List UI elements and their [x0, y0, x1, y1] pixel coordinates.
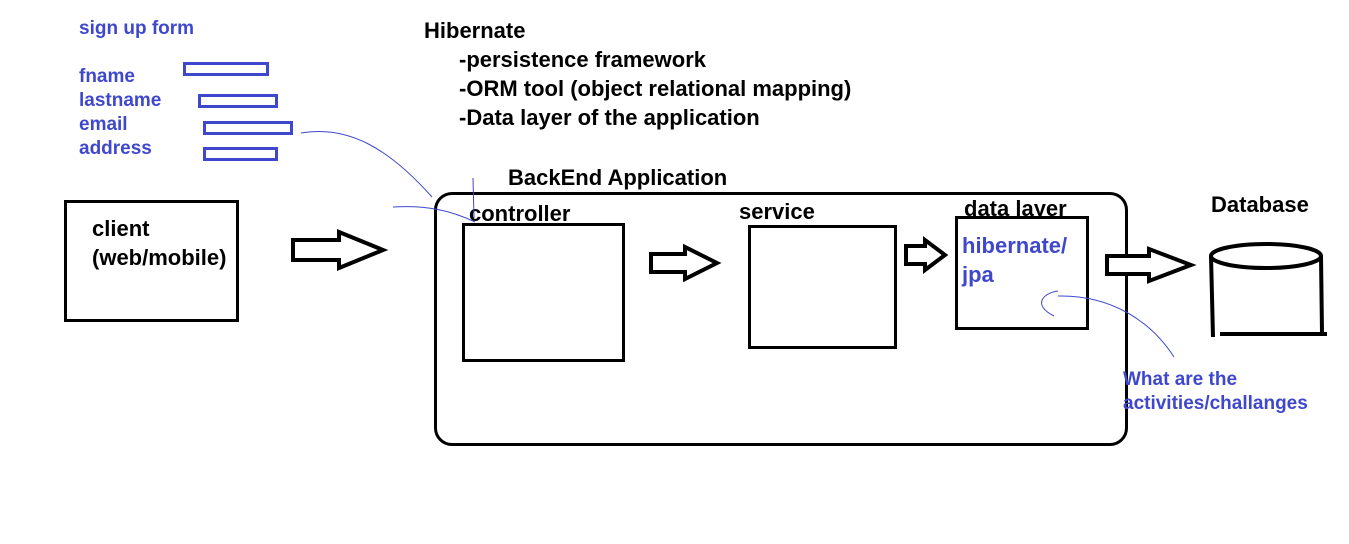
lastname-input[interactable]: [198, 94, 278, 108]
note-line2: activities/challanges: [1123, 393, 1308, 414]
data-layer-content-line1: hibernate/: [962, 233, 1068, 258]
field-label-email: email: [79, 114, 128, 135]
fname-input[interactable]: [183, 62, 269, 76]
client-label: client: [92, 216, 150, 241]
controller-pointer-line: [472, 177, 475, 219]
hibernate-title: Hibernate: [424, 18, 526, 43]
hibernate-point-2: -ORM tool (object relational mapping): [459, 76, 852, 101]
client-box: [64, 200, 239, 322]
backend-container: [434, 192, 1128, 446]
database-label: Database: [1211, 192, 1309, 217]
field-label-lastname: lastname: [79, 90, 162, 111]
datalayer-curl-mark: [1041, 290, 1059, 317]
client-type-label: (web/mobile): [92, 245, 227, 270]
service-label: service: [739, 199, 815, 224]
hibernate-point-1: -persistence framework: [459, 47, 706, 72]
client-to-backend-arrow: [291, 229, 389, 271]
service-box: [748, 225, 897, 349]
backend-title: BackEnd Application: [508, 165, 728, 190]
controller-to-service-arrow: [649, 243, 722, 283]
datalayer-to-database-arrow: [1105, 246, 1197, 284]
data-layer-content-line2: jpa: [962, 262, 994, 287]
address-input[interactable]: [203, 147, 278, 161]
database-cylinder-icon: [1209, 242, 1327, 338]
service-to-datalayer-arrow: [904, 236, 949, 274]
signup-title: sign up form: [79, 18, 195, 39]
note-to-datalayer-line: [1057, 295, 1175, 358]
field-label-address: address: [79, 138, 152, 159]
hibernate-point-3: -Data layer of the application: [459, 105, 760, 130]
email-input[interactable]: [203, 121, 293, 135]
controller-box: [462, 223, 625, 362]
client-to-controller-line: [392, 206, 476, 223]
form-to-controller-line: [300, 131, 433, 198]
note-line1: What are the: [1123, 369, 1238, 390]
field-label-fname: fname: [79, 66, 135, 87]
controller-label: controller: [469, 201, 571, 226]
data-layer-box: [955, 216, 1089, 330]
